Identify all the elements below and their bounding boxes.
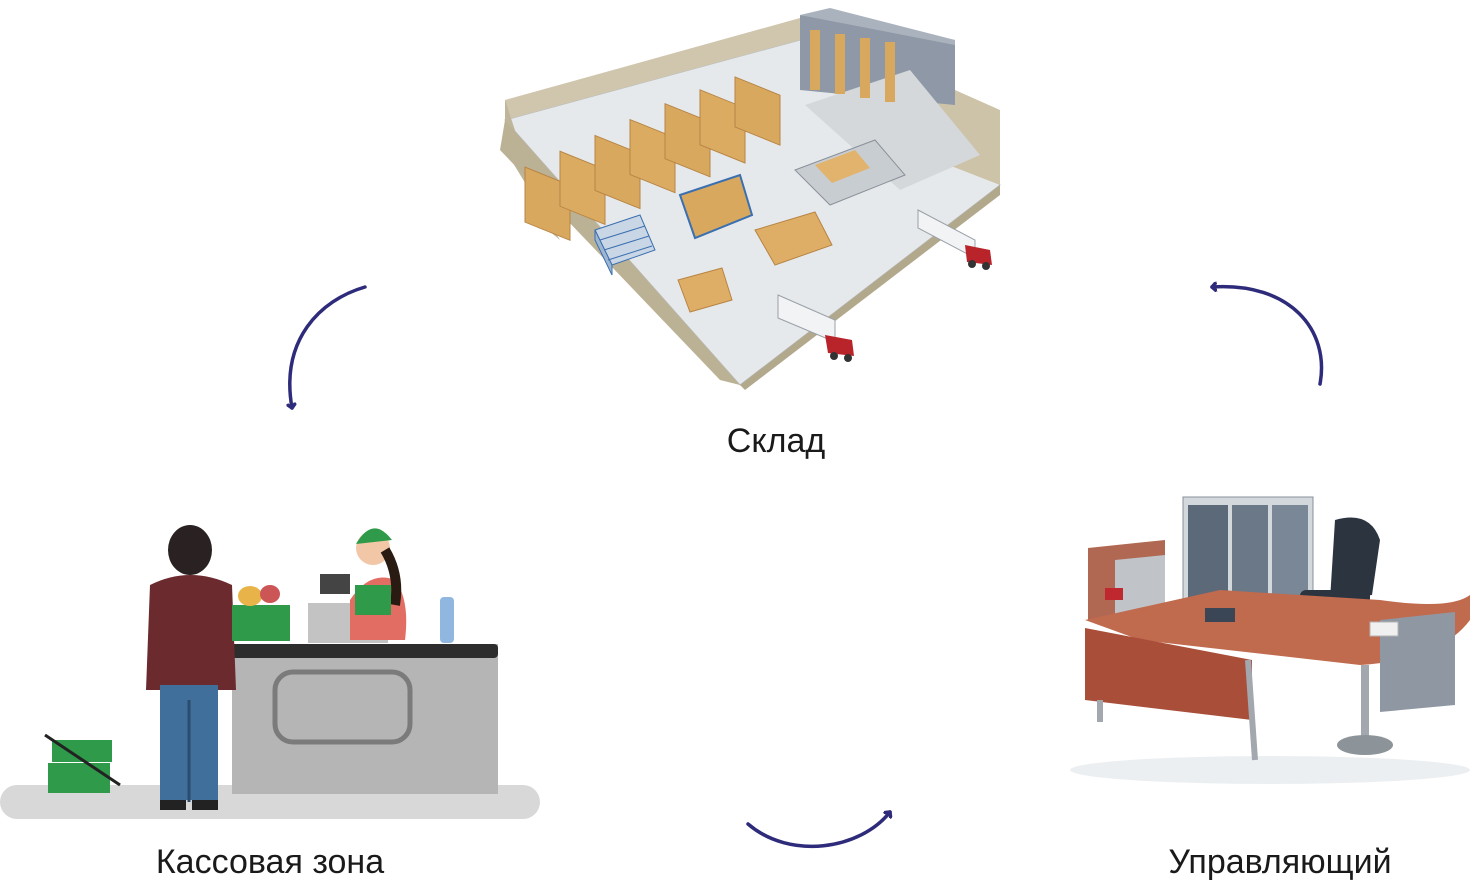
arrow-warehouse-to-checkout (290, 285, 367, 410)
arrow-manager-to-warehouse (1210, 287, 1324, 386)
office-illustration (1070, 496, 1470, 784)
checkout-illustration (0, 525, 540, 819)
stacked-baskets (44, 733, 121, 793)
blue-rack (594, 214, 656, 276)
warehouse-illustration (500, 8, 1001, 390)
label-checkout: Кассовая зона (155, 843, 385, 881)
basket-on-counter (232, 585, 290, 641)
label-warehouse: Склад (726, 422, 826, 460)
cycle-arrows (290, 285, 1324, 849)
cashier (350, 528, 407, 640)
truck-front (777, 294, 854, 362)
customer (146, 525, 236, 810)
pallet-racks (524, 76, 781, 241)
label-manager: Управляющий (1168, 843, 1392, 881)
arrow-checkout-to-manager (746, 810, 890, 849)
high-bay-racks (810, 30, 895, 102)
truck-right (917, 209, 992, 270)
